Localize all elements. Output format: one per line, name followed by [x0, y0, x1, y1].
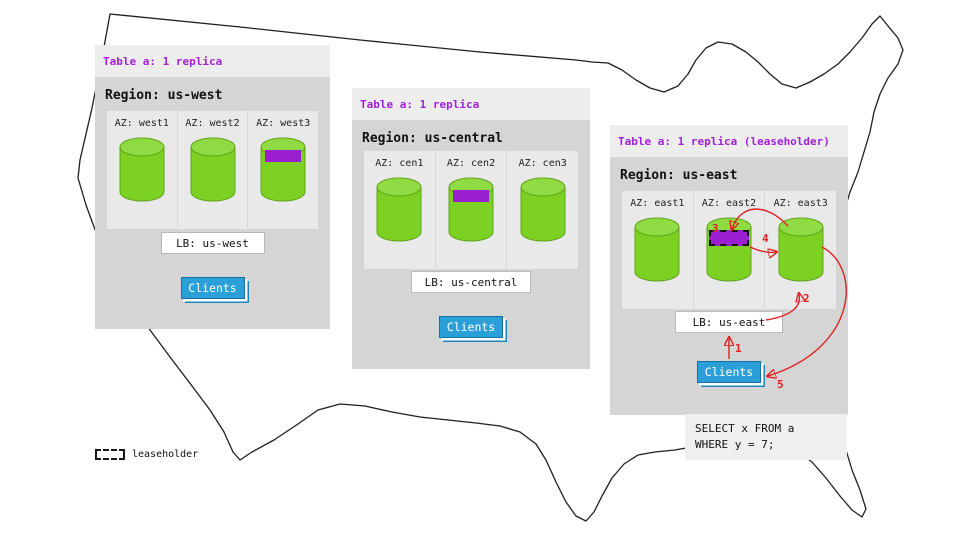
az-column-east1: AZ: east1	[622, 191, 693, 309]
az-label: AZ: east1	[630, 198, 685, 209]
az-label: AZ: cen3	[518, 158, 567, 169]
us-outline-path	[77, 13, 904, 522]
region-title-us-west: Region: us-west	[105, 88, 223, 103]
region-panel-us-east: Table a: 1 replica (leaseholder) Region:…	[610, 125, 848, 415]
az-column-west3: AZ: west3	[247, 111, 318, 229]
database-cylinder-icon	[634, 217, 680, 287]
az-row: AZ: east1 AZ: east2	[622, 191, 836, 309]
az-label: AZ: cen2	[446, 158, 496, 169]
database-cylinder-icon	[190, 137, 236, 207]
table-replica-label: Table a: 1 replica	[360, 97, 480, 111]
replica-badge	[265, 150, 302, 162]
table-replica-label: Table a: 1 replica (leaseholder)	[618, 134, 830, 148]
clients-button-us-west[interactable]: Clients	[180, 277, 245, 299]
table-replica-header: Table a: 1 replica	[95, 45, 330, 77]
az-column-cen3: AZ: cen3	[506, 151, 578, 269]
clients-button-us-central[interactable]: Clients	[439, 316, 503, 338]
az-column-cen1: AZ: cen1	[364, 151, 435, 269]
region-body-us-west: Region: us-west AZ: west1 AZ: west2	[95, 77, 330, 329]
az-label: AZ: west3	[256, 118, 311, 129]
load-balancer-us-west: LB: us-west	[160, 232, 265, 254]
legend-label: leaseholder	[132, 449, 199, 460]
load-balancer-us-central: LB: us-central	[411, 271, 531, 293]
az-label: AZ: west2	[185, 118, 240, 129]
clients-button-us-east[interactable]: Clients	[697, 361, 761, 383]
leaseholder-legend: leaseholder	[95, 449, 198, 460]
database-cylinder-icon	[520, 177, 566, 247]
load-balancer-us-east: LB: us-east	[675, 311, 783, 333]
database-cylinder-icon	[119, 137, 165, 207]
az-column-cen2: AZ: cen2	[434, 151, 507, 269]
sql-query-line2: WHERE y = 7;	[695, 437, 775, 451]
az-row: AZ: west1 AZ: west2	[107, 111, 318, 229]
region-title-us-central: Region: us-central	[362, 131, 503, 146]
region-body-us-central: Region: us-central AZ: cen1 AZ: cen2	[352, 120, 590, 369]
table-replica-header: Table a: 1 replica	[352, 88, 590, 120]
leaseholder-replica-badge	[709, 230, 749, 246]
az-column-west2: AZ: west2	[176, 111, 248, 229]
az-row: AZ: cen1 AZ: cen2	[364, 151, 578, 269]
az-column-west1: AZ: west1	[107, 111, 177, 229]
database-cylinder-icon	[448, 177, 494, 247]
az-label: AZ: east2	[701, 198, 757, 209]
leaseholder-swatch-icon	[95, 449, 125, 460]
az-label: AZ: cen1	[375, 158, 424, 169]
region-title-us-east: Region: us-east	[620, 168, 738, 183]
az-label: AZ: east3	[773, 198, 828, 209]
database-cylinder-icon	[260, 137, 306, 207]
table-replica-label: Table a: 1 replica	[103, 54, 223, 68]
region-panel-us-west: Table a: 1 replica Region: us-west AZ: w…	[95, 45, 330, 329]
database-cylinder-icon	[778, 217, 824, 287]
region-panel-us-central: Table a: 1 replica Region: us-central AZ…	[352, 88, 590, 369]
az-column-east3: AZ: east3	[764, 191, 836, 309]
database-cylinder-icon	[706, 217, 752, 287]
table-replica-header: Table a: 1 replica (leaseholder)	[610, 125, 848, 157]
replica-badge	[453, 190, 489, 202]
az-label: AZ: west1	[114, 118, 169, 129]
sql-query-box: SELECT x FROM a WHERE y = 7;	[685, 414, 847, 460]
database-cylinder-icon	[376, 177, 422, 247]
region-body-us-east: Region: us-east AZ: east1 AZ: east2	[610, 157, 848, 415]
az-column-east2: AZ: east2	[692, 191, 765, 309]
sql-query-line1: SELECT x FROM a	[695, 422, 795, 435]
